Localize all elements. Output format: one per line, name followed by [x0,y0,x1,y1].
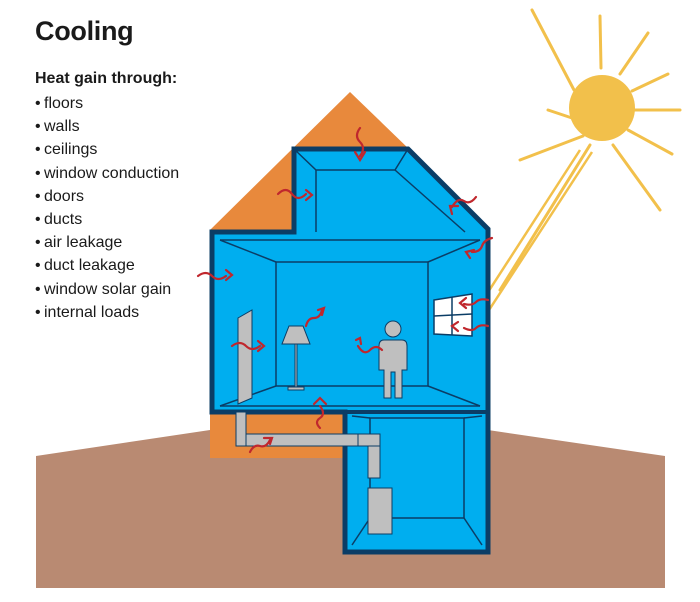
ground [36,430,665,588]
heat-arrow-icon [353,126,367,163]
list-item: •ducts [35,211,83,229]
heat-arrow-icon [448,195,478,216]
list-item: •window conduction [35,164,180,182]
heat-arrow-icon [450,320,490,333]
list-item: •window solar gain [35,280,172,298]
heat-arrow-icon [458,296,490,310]
person-icon [378,320,408,399]
list-item: •air leakage [35,234,123,252]
list-item: •duct leakage [35,257,135,275]
duct-icon [235,411,381,479]
list-item: •walls [35,118,80,136]
list-item: •ceilings [35,141,98,159]
heat-arrow-icon [354,336,384,354]
heat-arrow-icon [312,396,328,430]
list-item: •floors [35,95,84,112]
furnace-icon [367,487,393,535]
heat-arrow-icon [248,436,274,454]
attic-roof [210,92,410,230]
door-icon [237,309,253,405]
list-heading: Heat gain through: [35,70,178,87]
heat-arrows [196,126,494,454]
heat-arrow-icon [276,188,314,202]
heat-gain-list: •floors •walls •ceilings •window conduct… [35,92,179,324]
heat-arrow-icon [196,268,234,282]
list-item: •doors [35,187,85,205]
heat-arrow-icon [230,339,266,353]
sun-icon [498,8,682,292]
heat-arrow-icon [464,236,494,260]
lamp-icon [281,325,311,391]
list-item: •internal loads [35,303,140,321]
page-title: Cooling [35,16,134,46]
heat-arrow-icon [304,306,326,328]
interior-lines [219,148,483,546]
